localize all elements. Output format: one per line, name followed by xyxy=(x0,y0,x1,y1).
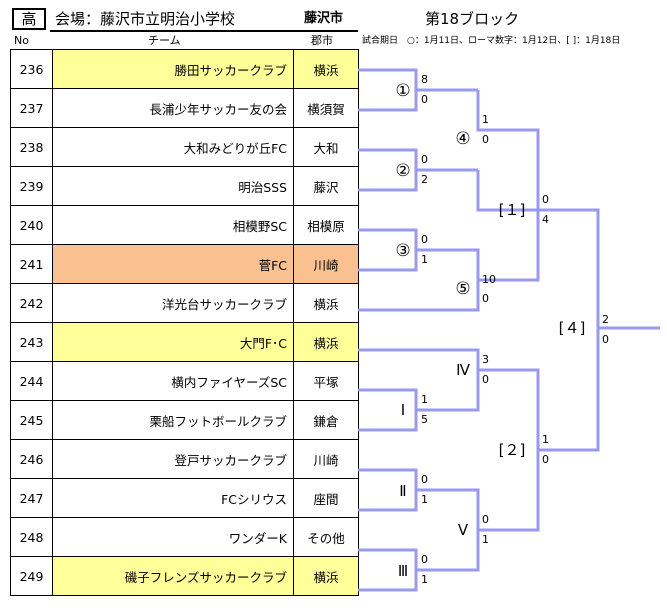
team-name: 登戸サッカークラブ xyxy=(52,439,294,479)
team-city: 鎌倉 xyxy=(293,400,359,440)
score-bottom-III: 1 xyxy=(421,573,428,586)
team-city: 大和 xyxy=(293,127,359,167)
bracket-line-match-IV xyxy=(416,370,480,412)
score-top-II: 0 xyxy=(421,473,428,486)
team-number: 241 xyxy=(10,244,53,284)
score-bottom-final-4: 0 xyxy=(602,333,609,346)
team-number: 248 xyxy=(10,517,53,557)
score-top-final-2: 1 xyxy=(542,433,549,446)
team-name: 磯子フレンズサッカークラブ xyxy=(52,556,294,596)
column-header-no: No xyxy=(14,34,29,47)
venue-title: 会場：藤沢市立明治小学校 xyxy=(55,10,236,28)
score-bottom-4: 0 xyxy=(482,133,489,146)
score-bottom-V: 1 xyxy=(482,533,489,546)
team-city: 横浜 xyxy=(293,322,359,362)
team-city: 藤沢 xyxy=(293,166,359,206)
team-number: 249 xyxy=(10,556,53,596)
team-number: 244 xyxy=(10,361,53,401)
score-top-4: 1 xyxy=(482,113,489,126)
score-top-I: 1 xyxy=(421,393,428,406)
bracket-line-match-4 xyxy=(476,90,540,212)
score-bottom-final-1: 4 xyxy=(542,213,549,226)
score-bottom-1: 0 xyxy=(421,93,428,106)
bracket-line-final-1 xyxy=(478,210,540,282)
match-label-3: ③ xyxy=(395,241,410,261)
team-number: 237 xyxy=(10,88,53,128)
team-name: 大和みどりが丘FC xyxy=(52,127,294,167)
score-top-III: 0 xyxy=(421,553,428,566)
team-name: FCシリウス xyxy=(52,478,294,518)
match-label-final-4: [４] xyxy=(559,319,586,337)
team-city: 川崎 xyxy=(293,244,359,284)
score-top-V: 0 xyxy=(482,513,489,526)
column-header-team: チーム xyxy=(148,34,181,47)
bracket-line-final-4 xyxy=(538,208,600,452)
team-city: 横浜 xyxy=(293,49,359,89)
bracket-lines xyxy=(358,68,660,592)
host-city: 藤沢市 xyxy=(304,11,344,26)
match-date-note: 試合期日 ○：1月11日、ローマ数字：1月12日、[ ]：1月18日 xyxy=(362,36,621,46)
match-label-I: Ⅰ xyxy=(401,401,405,419)
match-label-5: ⑤ xyxy=(455,279,470,299)
team-city: 平塚 xyxy=(293,361,359,401)
score-bottom-IV: 0 xyxy=(482,373,489,386)
team-city: 横浜 xyxy=(293,283,359,323)
team-city: 座間 xyxy=(293,478,359,518)
bracket-line-match-I xyxy=(358,388,418,432)
score-bottom-3: 1 xyxy=(421,253,428,266)
team-number: 236 xyxy=(10,49,53,89)
team-name: 明治SSS xyxy=(52,166,294,206)
score-top-final-4: 2 xyxy=(602,313,609,326)
team-name: 横内ファイヤーズSC xyxy=(52,361,294,401)
score-bottom-5: 0 xyxy=(482,292,489,305)
score-top-final-1: 0 xyxy=(542,193,549,206)
team-number: 246 xyxy=(10,439,53,479)
team-name: 長浦少年サッカー友の会 xyxy=(52,88,294,128)
bracket-line-link-3 xyxy=(358,348,480,370)
match-label-II: Ⅱ xyxy=(399,482,406,500)
match-label-2: ② xyxy=(395,161,410,181)
team-number: 245 xyxy=(10,400,53,440)
match-label-final-1: [１] xyxy=(499,201,526,219)
score-top-2: 0 xyxy=(421,153,428,166)
division-badge: 高 xyxy=(12,8,46,30)
column-header-city: 郡市 xyxy=(311,34,333,47)
bracket-line-match-II xyxy=(358,468,418,512)
score-bottom-final-2: 0 xyxy=(542,453,549,466)
team-city: 横浜 xyxy=(293,556,359,596)
header-underline xyxy=(50,30,358,32)
score-top-3: 0 xyxy=(421,233,428,246)
score-bottom-2: 2 xyxy=(421,173,428,186)
match-label-III: Ⅲ xyxy=(398,562,408,580)
score-top-IV: 3 xyxy=(482,353,489,366)
match-label-1: ① xyxy=(395,81,410,101)
score-top-5: 10 xyxy=(482,273,496,286)
team-number: 247 xyxy=(10,478,53,518)
match-label-4: ④ xyxy=(455,129,470,149)
match-label-IV: Ⅳ xyxy=(456,361,470,379)
team-name: ワンダーK xyxy=(52,517,294,557)
score-bottom-I: 5 xyxy=(421,413,428,426)
block-title: 第18ブロック xyxy=(425,10,520,28)
score-bottom-II: 1 xyxy=(421,493,428,506)
match-label-final-2: [２] xyxy=(499,441,526,459)
team-name: 勝田サッカークラブ xyxy=(52,49,294,89)
team-name: 相模野SC xyxy=(52,205,294,245)
score-top-1: 8 xyxy=(421,73,428,86)
team-name: 栗船フットボールクラブ xyxy=(52,400,294,440)
match-label-V: Ⅴ xyxy=(458,521,469,539)
team-number: 240 xyxy=(10,205,53,245)
